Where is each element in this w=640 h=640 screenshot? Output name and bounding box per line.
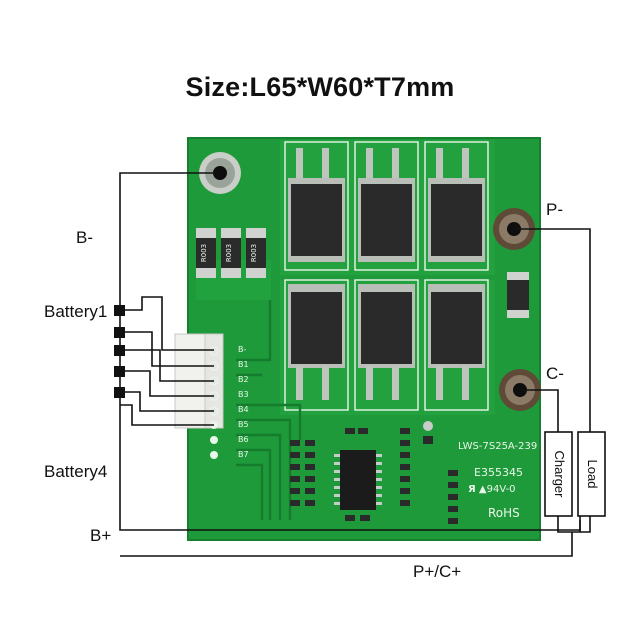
pin-label-b6: B6 [238, 435, 249, 444]
pin-label-b3: B3 [238, 390, 249, 399]
cert-number: E355345 [474, 466, 523, 479]
pin-label-bminus: B- [238, 345, 247, 354]
label-battery1: Battery1 [44, 302, 108, 321]
charger-box [544, 431, 573, 517]
control-ic [334, 450, 382, 510]
pin-label-b1: B1 [238, 360, 249, 369]
pin-label-b4: B4 [238, 405, 249, 414]
resistor-code-1: R003 [200, 244, 208, 262]
load-label: Load [585, 460, 600, 489]
ul-logo-icon: Я [468, 484, 476, 495]
load-box [577, 431, 606, 517]
pin-label-b2: B2 [238, 375, 249, 384]
warning-triangle-icon: ▲ [478, 484, 487, 495]
shunt-resistors [196, 228, 266, 278]
pin-label-b5: B5 [238, 420, 249, 429]
label-b-plus: B+ [90, 526, 112, 545]
label-b-minus: B- [76, 228, 93, 247]
mosfet-row-bottom [284, 279, 489, 411]
rohs-mark: RoHS [488, 506, 520, 520]
label-battery4: Battery4 [44, 462, 108, 481]
flame-rating: 94V-0 [486, 484, 516, 495]
ul-mark: Я ▲94V-0 [468, 484, 516, 495]
resistor-code-3: R003 [250, 244, 258, 262]
charger-label: Charger [552, 451, 567, 499]
battery-nodes [114, 305, 125, 398]
board-model: LWS-7S25A-239 [458, 441, 538, 452]
label-p-minus: P- [546, 200, 563, 219]
diode-component [507, 272, 529, 318]
mosfet-row-top [284, 141, 489, 271]
size-title: Size:L65*W60*T7mm [185, 72, 455, 102]
smd-components [290, 421, 458, 524]
pin-label-b7: B7 [238, 450, 249, 459]
external-wiring [119, 172, 591, 557]
label-c-minus: C- [546, 364, 564, 383]
pcb-traces [236, 300, 302, 520]
label-p-c-plus: P+/C+ [413, 562, 462, 581]
resistor-code-2: R003 [225, 244, 233, 262]
